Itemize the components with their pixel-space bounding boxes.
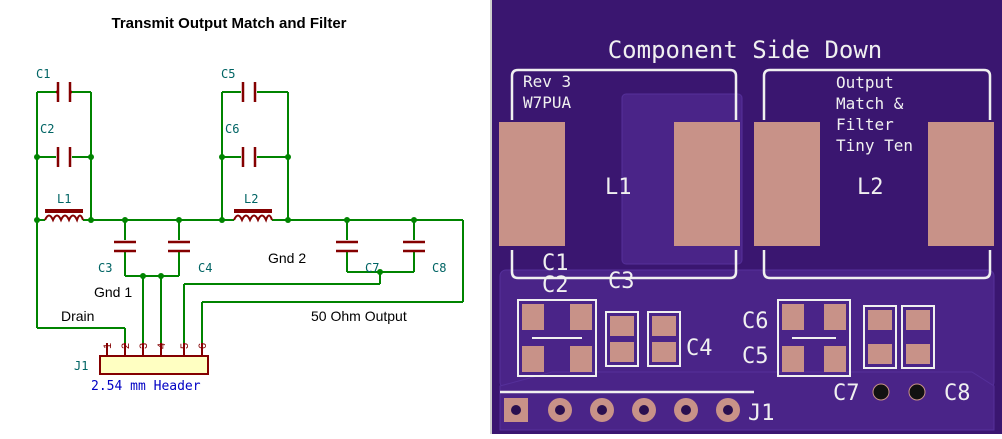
- ref-c5: C5: [221, 67, 235, 81]
- pcb-ref-c5: C5: [742, 344, 769, 369]
- pin-number: 2: [120, 343, 132, 349]
- pin-number: 5: [179, 343, 191, 349]
- pcb-ref-c3: C3: [608, 269, 635, 294]
- silk-outlines: [500, 68, 992, 394]
- silk-rev-line1: Rev 3: [523, 72, 571, 91]
- inductor-pads: [499, 122, 994, 246]
- ref-c2: C2: [40, 122, 54, 136]
- pcb-ref-c8: C8: [944, 381, 971, 406]
- silk-desc-line3: Filter: [836, 115, 894, 134]
- schematic-title: Transmit Output Match and Filter: [111, 15, 346, 32]
- pcb-ref-l2: L2: [857, 175, 884, 200]
- ref-c8: C8: [432, 261, 446, 275]
- header-pin-numbers: 1 2 3 4 5 6: [102, 343, 209, 349]
- schematic-junctions: [34, 154, 417, 279]
- pcb-title: Component Side Down: [608, 36, 883, 64]
- silk-rev-line2: W7PUA: [523, 93, 572, 112]
- pcb-ref-c4: C4: [686, 336, 713, 361]
- schematic-symbols: [56, 82, 425, 253]
- pcb-refs: L1 L2 C1 C2 C3 C4 C6 C5 C7 C8 J1: [542, 175, 971, 426]
- pcb-ref-c7: C7: [833, 381, 860, 406]
- schematic-drawing: Transmit Output Match and Filter: [34, 15, 464, 394]
- header-description: 2.54 mm Header: [91, 379, 201, 394]
- pcb-ref-c1: C1: [542, 251, 569, 276]
- net-label-output: 50 Ohm Output: [311, 308, 407, 324]
- ref-c1: C1: [36, 67, 50, 81]
- silk-desc-line1: Output: [836, 73, 894, 92]
- header-j1-symbol: [99, 343, 209, 375]
- ref-c6: C6: [225, 122, 239, 136]
- silk-desc-line4: Tiny Ten: [836, 136, 913, 155]
- smd-pads: [522, 304, 930, 372]
- net-label-gnd2: Gnd 2: [268, 250, 306, 266]
- pin-number: 1: [102, 343, 114, 349]
- pcb-ref-c2: C2: [542, 273, 569, 298]
- ref-l2: L2: [244, 192, 258, 206]
- smd-silk: [517, 299, 935, 377]
- pcb-vias: [872, 383, 926, 401]
- net-label-gnd1: Gnd 1: [94, 284, 132, 300]
- ref-c4: C4: [198, 261, 212, 275]
- pcb-panel: Component Side Down Rev 3 W7PUA Output M…: [492, 0, 1002, 434]
- pin-number: 3: [138, 343, 150, 349]
- pcb-ref-c6: C6: [742, 309, 769, 334]
- ref-j1: J1: [74, 359, 88, 373]
- panel-divider: [490, 0, 492, 434]
- schematic-net-labels: Gnd 2 Gnd 1 Drain 50 Ohm Output: [61, 250, 407, 324]
- inductor-l1-symbol: [44, 209, 84, 223]
- pcb-ref-l1: L1: [605, 175, 632, 200]
- ref-l1: L1: [57, 192, 71, 206]
- ref-c7: C7: [365, 261, 379, 275]
- pcb-ref-j1: J1: [748, 401, 775, 426]
- silk-desc-line2: Match &: [836, 94, 904, 113]
- schematic-refs: C1 C2 L1 C5 C6 L2 C3 C4 C7 C8 J1: [36, 67, 446, 373]
- silk-text-block: Rev 3 W7PUA Output Match & Filter Tiny T…: [523, 72, 913, 155]
- pin-number: 6: [197, 343, 209, 349]
- pin-number: 4: [156, 343, 168, 349]
- inductor-l2-symbol: [233, 209, 273, 223]
- header-j1-pads: [504, 398, 740, 422]
- schematic-panel: Transmit Output Match and Filter: [0, 0, 490, 434]
- net-label-drain: Drain: [61, 308, 94, 324]
- ref-c3: C3: [98, 261, 112, 275]
- pcb-drawing: Component Side Down Rev 3 W7PUA Output M…: [492, 0, 1002, 434]
